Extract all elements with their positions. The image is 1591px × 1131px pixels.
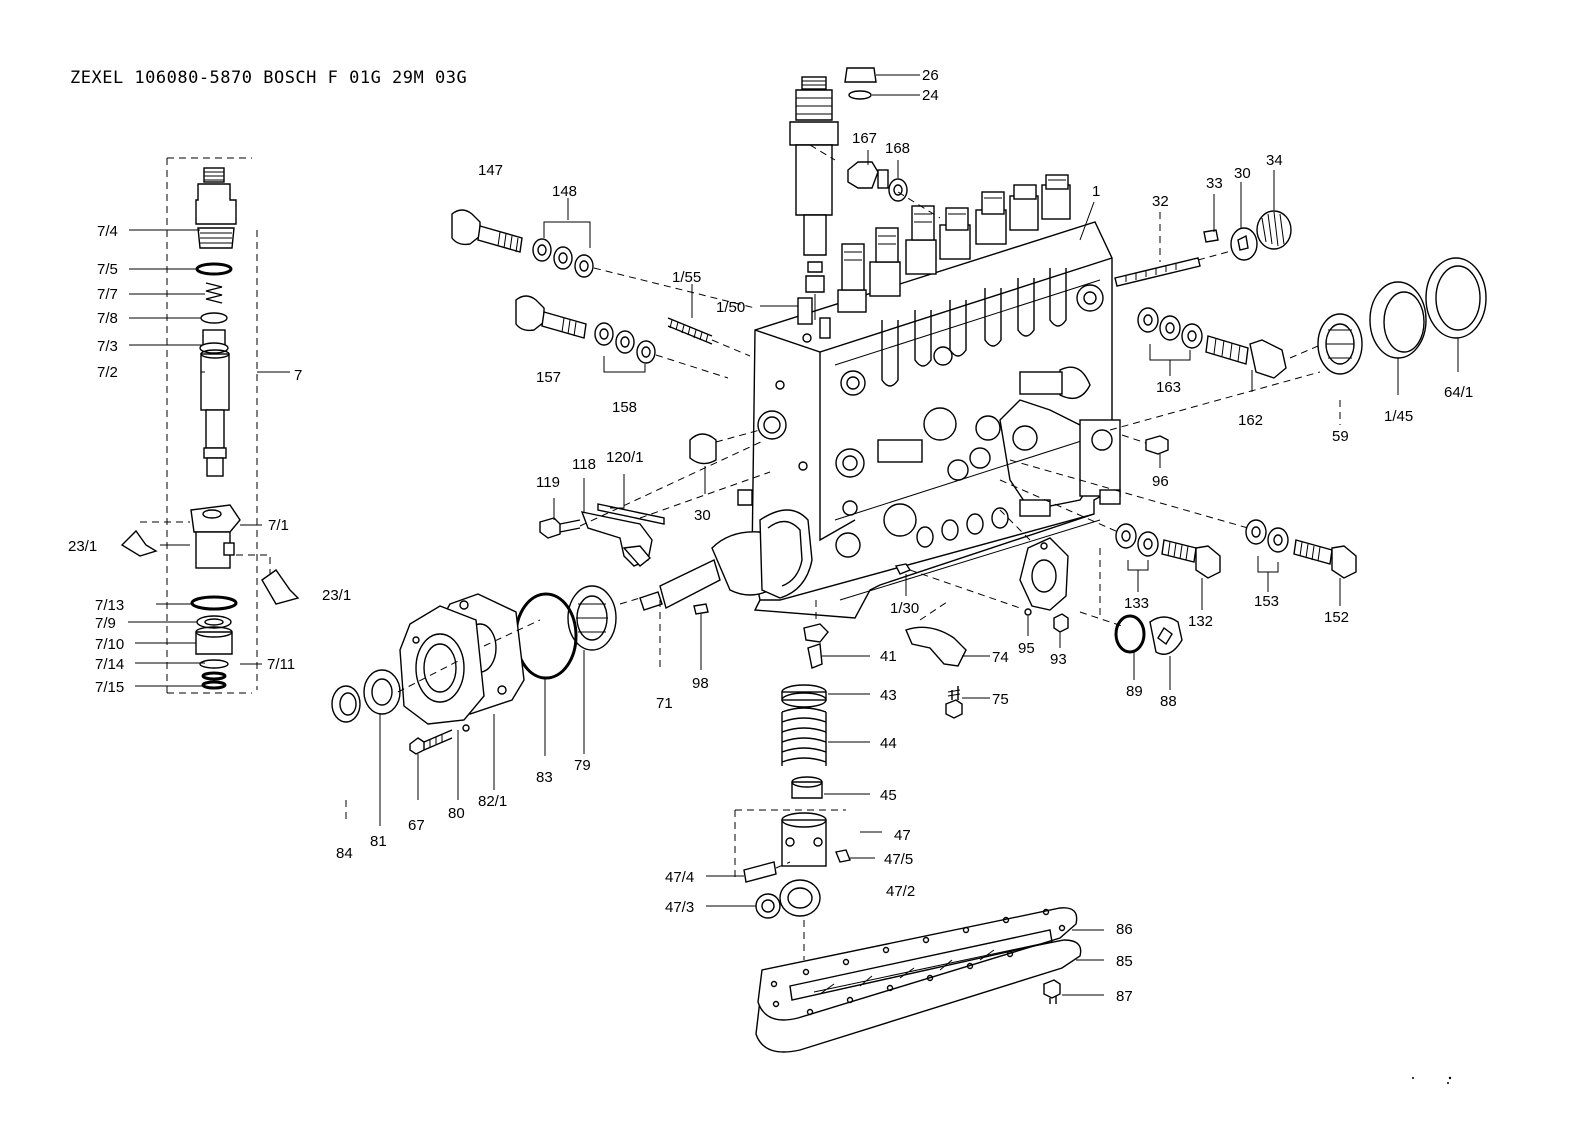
diagram-title: ZEXEL 106080-5870 BOSCH F 01G 29M 03G [70,68,467,88]
label-32: 32 [1152,193,1169,210]
label-1-45: 1/45 [1384,408,1413,425]
label-7-11: 7/11 [267,656,295,673]
camshaft-drive-end [331,509,813,826]
label-82-1: 82/1 [478,793,507,810]
pump-housing [737,174,1121,619]
label-24: 24 [922,87,939,104]
label-7-7: 7/7 [97,286,118,303]
label-30-mid: 30 [694,507,711,524]
label-59: 59 [1332,428,1349,445]
label-47-4: 47/4 [665,869,694,886]
label-133: 133 [1124,595,1149,612]
label-47-5: 47/5 [884,851,913,868]
label-1-30: 1/30 [890,600,919,617]
label-1: 1 [1092,183,1100,200]
label-119: 119 [536,474,560,491]
label-89: 89 [1126,683,1143,700]
corner-marks [1412,1076,1452,1084]
label-7-1: 7/1 [268,517,289,534]
label-158: 158 [612,399,637,416]
label-23-1-right: 23/1 [322,587,351,604]
label-88: 88 [1160,693,1177,710]
label-7-13: 7/13 [95,597,124,614]
label-7-4: 7/4 [97,223,118,240]
label-7-9: 7/9 [95,615,116,632]
label-84: 84 [336,845,353,862]
label-7: 7 [294,367,302,384]
pump-element-assembly [120,157,300,694]
label-1-50: 1/50 [716,299,745,316]
label-87: 87 [1116,988,1133,1005]
label-148: 148 [552,183,577,200]
left-leader-lines [128,229,290,687]
label-34: 34 [1266,152,1283,169]
label-80: 80 [448,805,465,822]
label-85: 85 [1116,953,1133,970]
label-7-15: 7/15 [95,679,124,696]
label-7-3: 7/3 [97,338,118,355]
label-7-10: 7/10 [95,636,124,653]
tappet-assembly [706,599,990,960]
label-152: 152 [1324,609,1349,626]
label-147: 147 [478,162,503,179]
label-26: 26 [922,67,939,84]
label-132: 132 [1188,613,1213,630]
label-93: 93 [1050,651,1067,668]
fittings-right [1109,170,1487,468]
stop-lever-group [539,429,771,567]
label-86: 86 [1116,921,1133,938]
label-44: 44 [880,735,897,752]
label-162: 162 [1238,412,1263,429]
label-71: 71 [656,695,673,712]
label-120-1: 120/1 [606,449,644,466]
label-81: 81 [370,833,387,850]
label-74: 74 [992,649,1009,666]
fittings-right-lower [894,459,1357,690]
label-168: 168 [885,140,910,157]
label-33: 33 [1206,175,1223,192]
banjo-bolts-left [451,198,831,379]
label-163: 163 [1156,379,1181,396]
label-47: 47 [894,827,911,844]
label-41: 41 [880,648,897,665]
part-labels: 26 24 167 168 147 148 1 32 33 30 34 7/4 … [68,67,1473,1005]
label-75: 75 [992,691,1009,708]
label-7-14: 7/14 [95,656,124,673]
label-7-2: 7/2 [97,364,118,381]
label-153: 153 [1254,593,1279,610]
top-leader-lines [809,74,1095,241]
label-64-1: 64/1 [1444,384,1473,401]
label-45: 45 [880,787,897,804]
label-96: 96 [1152,473,1169,490]
label-1-55: 1/55 [672,269,701,286]
label-79: 79 [574,757,591,774]
label-30-top: 30 [1234,165,1251,182]
label-83: 83 [536,769,553,786]
label-47-3: 47/3 [665,899,694,916]
label-43: 43 [880,687,897,704]
label-118: 118 [572,456,596,473]
label-23-1-left: 23/1 [68,538,97,555]
label-98: 98 [692,675,709,692]
label-157: 157 [536,369,561,386]
delivery-valve-top [789,67,908,320]
bottom-cover-gaskets [755,907,1104,1053]
label-47-2: 47/2 [886,883,915,900]
label-7-5: 7/5 [97,261,118,278]
label-167: 167 [852,130,877,147]
label-7-8: 7/8 [97,310,118,327]
label-67: 67 [408,817,425,834]
label-95: 95 [1018,640,1035,657]
